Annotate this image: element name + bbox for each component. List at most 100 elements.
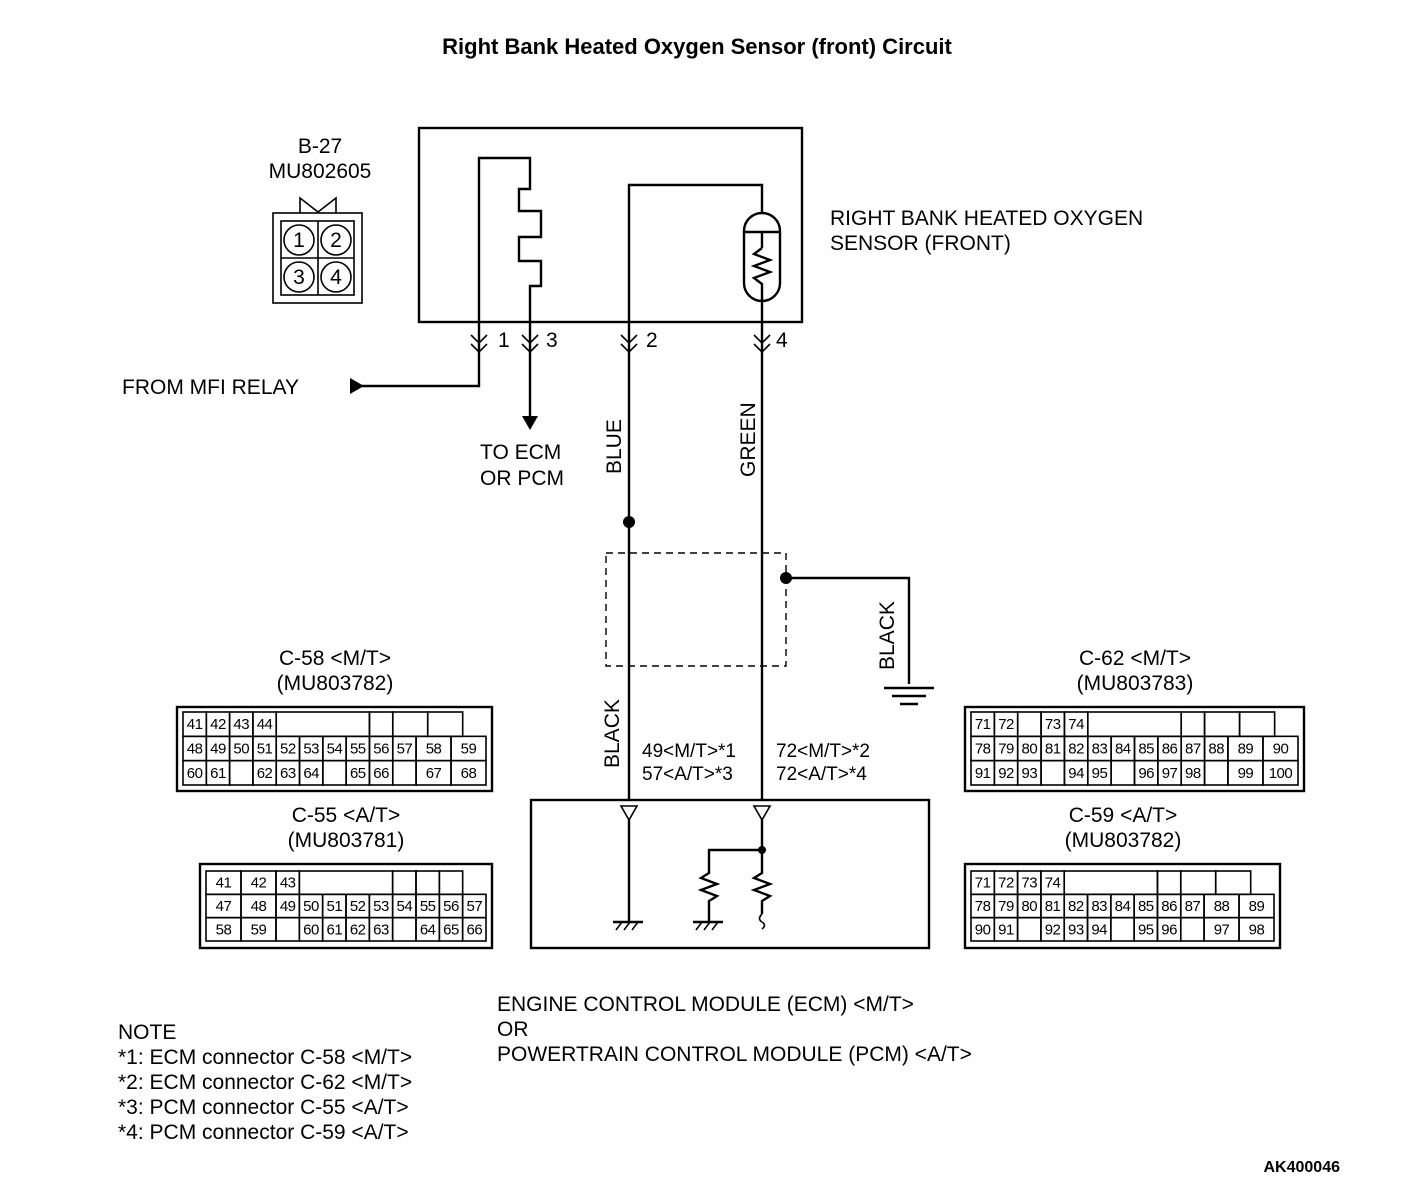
- sensor-box: [417, 126, 804, 324]
- wire-color-green: GREEN: [737, 402, 760, 477]
- connector-pin-number: 48: [251, 898, 267, 915]
- connector-pin-number: 59: [251, 921, 267, 938]
- connector-pin-number: 93: [1022, 765, 1038, 782]
- connector-pin-number: 82: [1068, 741, 1084, 758]
- ecm-terminal-left: [619, 805, 639, 822]
- connector-pin-number: 96: [1138, 765, 1154, 782]
- connector-cavity: [1238, 916, 1275, 942]
- b27-pin3: [283, 261, 315, 293]
- connector-pin-number: 68: [461, 765, 477, 782]
- sensor-label-line2: SENSOR (FRONT): [830, 232, 1011, 255]
- connector-pin-number: 83: [1091, 898, 1107, 915]
- connector-pin-number: 71: [975, 716, 991, 733]
- connector-pin-number: 99: [1238, 765, 1254, 782]
- connector-pin-number: 88: [1208, 741, 1224, 758]
- connector-pin-number: 78: [975, 741, 991, 758]
- sensing-resistor: [750, 247, 774, 322]
- connector-cavity: [322, 759, 347, 786]
- connector-pin-number: 73: [1045, 716, 1061, 733]
- connector-c62-name: C-62 <M/T>: [1079, 647, 1191, 670]
- connector-cavity: [450, 759, 487, 786]
- connector-pin-number: 42: [251, 875, 267, 892]
- connector-pin-number: 62: [257, 765, 273, 782]
- connector-cavity: [391, 711, 429, 738]
- connector-pin-number: 49: [280, 898, 296, 915]
- connector-pin-number: 81: [1045, 741, 1061, 758]
- connector-cavity: [275, 916, 301, 942]
- connector-pin-number: 74: [1045, 875, 1061, 892]
- connector-pin-number: 97: [1162, 765, 1178, 782]
- connector-pin-number: 78: [975, 898, 991, 915]
- connector-pin-number: 55: [420, 898, 436, 915]
- connector-cavity: [391, 870, 417, 896]
- wires: FROM MFI RELAY TO ECM OR PCM BLUE GREEN …: [122, 322, 934, 800]
- connector-cavity: [391, 759, 417, 786]
- connector-pin-number: 90: [1273, 741, 1289, 758]
- connector-pin-number: 42: [210, 716, 226, 733]
- wire-color-black-left: BLACK: [601, 699, 624, 768]
- connector-c62-part: (MU803783): [1077, 672, 1194, 695]
- connector-pin-number: 87: [1185, 741, 1201, 758]
- connector-pin-number: 55: [350, 741, 366, 758]
- connector-pin-number: 95: [1138, 921, 1154, 938]
- connector-pin-number: 98: [1185, 765, 1201, 782]
- sensor-label-line1: RIGHT BANK HEATED OXYGEN: [830, 207, 1143, 230]
- connector-c59-part: (MU803782): [1065, 829, 1182, 852]
- connector-pin-number: 58: [216, 921, 232, 938]
- diagram-title: Right Bank Heated Oxygen Sensor (front) …: [442, 34, 952, 59]
- note-2: *2: ECM connector C-62 <M/T>: [118, 1071, 412, 1094]
- connector-pin-number: 48: [187, 741, 203, 758]
- connector-c59-housing: [963, 862, 1282, 950]
- connector-pin-number: 41: [216, 875, 232, 892]
- connector-cavity: [1262, 759, 1299, 786]
- to-ecm-label-1: TO ECM: [480, 441, 561, 464]
- connector-pin-number: 61: [210, 765, 226, 782]
- connector-pin-number: 71: [975, 875, 991, 892]
- connector-cavity: [1063, 870, 1159, 896]
- connector-pin-number: 91: [998, 921, 1014, 938]
- connector-pin-number: 80: [1021, 898, 1037, 915]
- terminal-2-label: 2: [646, 329, 658, 352]
- connector-pin-number: 85: [1138, 898, 1154, 915]
- connector-pin-number: 67: [426, 765, 442, 782]
- connector-pin-number: 50: [303, 898, 319, 915]
- connector-cavity: [368, 711, 394, 738]
- b27-outer: [272, 212, 363, 304]
- connector-cavity: [1040, 759, 1066, 786]
- ecm-pin-left-2: 57<A/T>*3: [642, 764, 733, 785]
- connector-cavity: [1156, 870, 1182, 896]
- connector-pin-number: 80: [1022, 741, 1038, 758]
- connector-cavity: [461, 916, 487, 942]
- ecm-box: [529, 798, 931, 950]
- oxygen-sensor: RIGHT BANK HEATED OXYGEN SENSOR (FRONT): [417, 126, 1143, 324]
- connector-pin-number: 89: [1238, 741, 1254, 758]
- connector-pin-number: 64: [420, 921, 436, 938]
- connector-c59-name: C-59 <A/T>: [1069, 804, 1178, 827]
- connector-cavity: [1179, 870, 1217, 896]
- connector-cavity: [1110, 759, 1136, 786]
- wire-color-blue: BLUE: [603, 419, 626, 474]
- connector-pin-number: 66: [466, 921, 482, 938]
- connector-pin-number: 57: [466, 898, 482, 915]
- connector-c62-housing: [963, 705, 1306, 793]
- connector-pin-number: 86: [1161, 898, 1177, 915]
- connector-pin-number: 92: [1045, 921, 1061, 938]
- connector-pin-number: 93: [1068, 921, 1084, 938]
- ecm-pin-right-1: 72<M/T>*2: [776, 741, 870, 762]
- connector-pin-number: 86: [1162, 741, 1178, 758]
- connector-pin-number: 52: [280, 741, 296, 758]
- connector-cavity: [391, 916, 417, 942]
- wire-mfi-relay: [362, 322, 481, 388]
- b27-connector: B-27 MU802605 1 2 3 4: [269, 135, 371, 304]
- connector-pin-number: 98: [1249, 921, 1265, 938]
- connector-pin-number: 85: [1138, 741, 1154, 758]
- wire-shield-ground: [786, 576, 911, 684]
- mfi-relay-arrow: [350, 378, 364, 394]
- b27-pin3-label: 3: [293, 266, 305, 289]
- connector-pin-number: 83: [1092, 741, 1108, 758]
- connector-pin-number: 60: [187, 765, 203, 782]
- connector-pin-number: 94: [1068, 765, 1084, 782]
- connector-pin-number: 89: [1249, 898, 1265, 915]
